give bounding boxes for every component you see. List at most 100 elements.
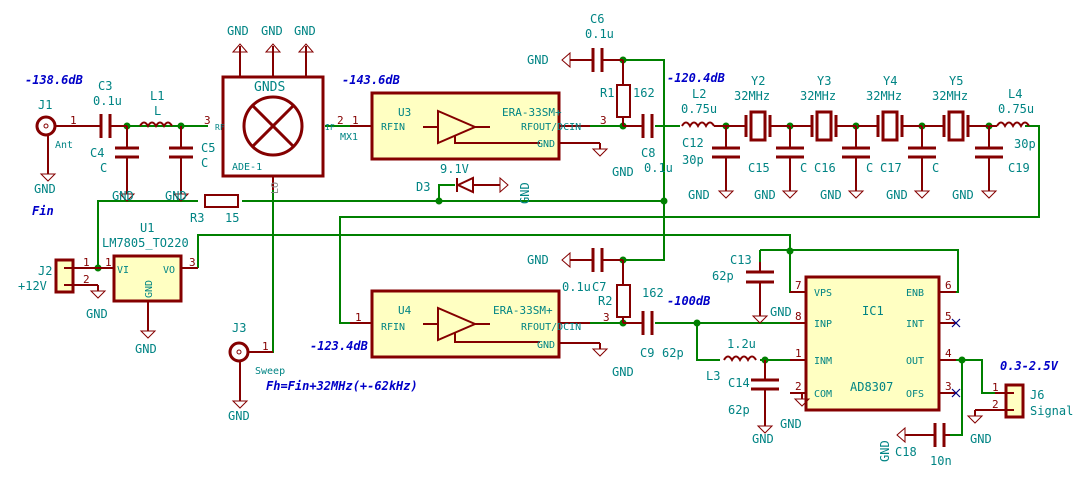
gnd-icon: GND (527, 51, 571, 69)
svg-text:0.1u: 0.1u (93, 94, 122, 108)
wire-filter-to-u4 (339, 125, 1040, 324)
inductor-l3[interactable]: 1.2u L3 (706, 337, 757, 383)
svg-text:3: 3 (189, 256, 196, 269)
crystal-icon (881, 110, 899, 142)
zener-d3[interactable]: D3 9.1V (416, 162, 500, 194)
capacitor-c15[interactable]: C15 C (748, 126, 807, 185)
svg-text:LO: LO (270, 182, 281, 194)
capacitor-c3[interactable]: C3 0.1u (82, 79, 127, 138)
svg-text:GND: GND (970, 432, 992, 446)
svg-text:GND: GND (770, 305, 792, 319)
capacitor-c12[interactable]: C12 30p (682, 126, 740, 185)
capacitor-c13[interactable]: C13 62p (712, 253, 774, 310)
gnd-icon: GND (86, 285, 108, 321)
svg-text:C17: C17 (880, 161, 902, 175)
capacitor-c9[interactable]: C9 62p (623, 311, 684, 360)
svg-text:GND: GND (261, 24, 283, 38)
svg-text:C8: C8 (641, 146, 655, 160)
connector-j3[interactable]: J3 1 Sweep (228, 321, 285, 395)
svg-text:C5: C5 (201, 141, 215, 155)
capacitor-c4[interactable]: C4 C (90, 126, 139, 188)
connector-j1[interactable]: J1 1 Ant (35, 98, 82, 168)
svg-text:L: L (154, 104, 161, 118)
svg-text:6: 6 (945, 279, 952, 292)
note-fin: Fin (32, 204, 54, 218)
svg-text:C16: C16 (814, 161, 836, 175)
svg-text:0.1u: 0.1u (562, 280, 591, 294)
crystal-value: 32MHz (866, 89, 902, 103)
connector-j2[interactable]: 1 2 J2 +12V (18, 256, 98, 294)
inductor-l2[interactable]: L2 0.75u (681, 87, 726, 129)
gnd-icon: GND (751, 305, 792, 324)
svg-text:C15: C15 (748, 161, 770, 175)
svg-text:Signal: Signal (1030, 404, 1073, 418)
gnd-icon: GND (952, 185, 998, 202)
connector-j6[interactable]: 1 2 J6 Signal (975, 381, 1073, 419)
svg-text:GND: GND (752, 432, 774, 446)
gnd-icon: GND (820, 185, 865, 202)
svg-text:C18: C18 (895, 445, 917, 459)
resistor-r1[interactable]: R1 162 (600, 60, 655, 126)
svg-text:L3: L3 (706, 369, 720, 383)
svg-text:15: 15 (225, 211, 239, 225)
capacitor-c5[interactable]: C5 C (169, 126, 215, 188)
mixer-icon (242, 95, 304, 157)
ic1-pin-name: INM (814, 356, 832, 367)
svg-text:RFIN: RFIN (381, 122, 405, 133)
capacitor-c8[interactable]: C8 0.1u (623, 114, 673, 175)
gnd-icon: GND (591, 143, 634, 179)
svg-text:AD8307: AD8307 (850, 380, 893, 394)
regulator-u1[interactable]: VI VO GND 1 3 U1 LM7805_TO220 (98, 221, 198, 325)
svg-text:0.1u: 0.1u (644, 161, 673, 175)
gnd-icon: GND (165, 188, 190, 203)
amplifier-u3[interactable]: U3 ERA-33SM+ RFIN RFOUT/DCIN GND 3 (350, 91, 607, 161)
svg-text:7: 7 (795, 279, 802, 292)
capacitor-c14[interactable]: C14 62p (728, 360, 779, 420)
capacitor-c18[interactable]: C18 10n (895, 423, 952, 468)
inductor-l1[interactable]: L1 L (139, 89, 173, 129)
svg-text:GND: GND (527, 253, 549, 267)
svg-text:GND: GND (227, 24, 249, 38)
crystal-value: 32MHz (734, 89, 770, 103)
resistor-r3[interactable]: R3 15 (190, 194, 239, 225)
gnd-icon: GND (780, 393, 811, 431)
svg-text:30p: 30p (1014, 137, 1036, 151)
svg-text:GND: GND (518, 182, 532, 204)
amplifier-u4[interactable]: U4 ERA-33SM+ RFIN RFOUT/DCIN GND 1 3 (350, 289, 610, 359)
svg-text:C13: C13 (730, 253, 752, 267)
svg-text:GND: GND (86, 307, 108, 321)
svg-text:C: C (800, 161, 807, 175)
svg-text:2: 2 (337, 114, 344, 127)
coax-connector-icon (35, 115, 57, 137)
note-level-u4-in: -123.4dB (310, 339, 368, 353)
annotations: -138.6dB -143.6dB -120.4dB -123.4dB -100… (25, 71, 1059, 393)
svg-text:8: 8 (795, 310, 802, 323)
crystal-value: 32MHz (800, 89, 836, 103)
mixer-mx1[interactable]: GNDS ADE-1 RF IF 3 2 1 MX1 LO GND GND GN… (204, 24, 359, 194)
capacitor-c19[interactable]: 30p C19 (975, 126, 1036, 185)
gnd-icon: GND (228, 395, 250, 423)
ic1-pin-name: ENB (906, 288, 924, 299)
gnd-icon: GND (135, 325, 157, 356)
inductor-icon (139, 121, 173, 129)
svg-text:MX1: MX1 (340, 132, 358, 143)
svg-text:C: C (100, 161, 107, 175)
svg-text:IF: IF (325, 123, 335, 132)
svg-text:1: 1 (795, 347, 802, 360)
capacitor-c6[interactable]: C6 0.1u (570, 12, 623, 72)
svg-text:0.1u: 0.1u (585, 27, 614, 41)
svg-text:U3: U3 (398, 106, 411, 119)
capacitor-c7[interactable]: 0.1u C7 (562, 248, 623, 294)
inductor-l4[interactable]: L4 0.75u (989, 87, 1034, 129)
svg-text:GND: GND (112, 189, 134, 203)
crystal-ref: Y2 (751, 74, 765, 88)
